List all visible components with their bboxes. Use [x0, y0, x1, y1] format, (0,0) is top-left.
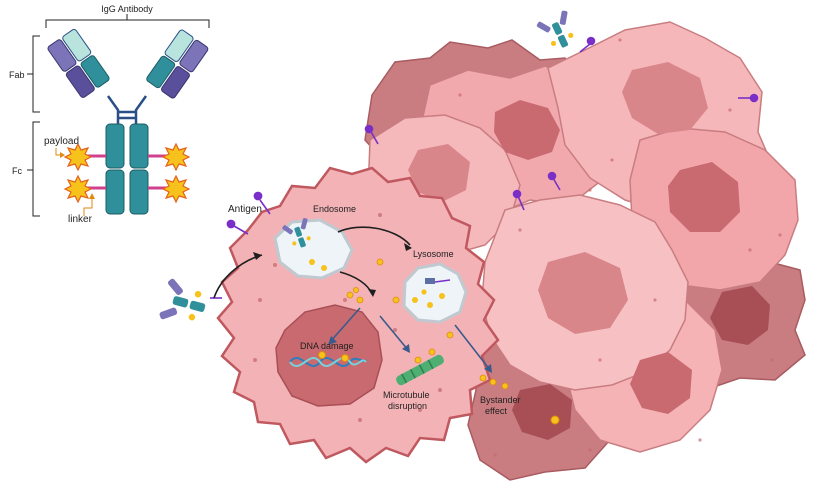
microtubule-label-2: disruption — [388, 401, 427, 411]
microtubule-label-1: Microtubule — [383, 390, 430, 400]
fc-heavy-right-upper — [129, 123, 149, 169]
fab-bracket — [32, 35, 40, 113]
hinge — [106, 95, 148, 124]
free-payloads — [346, 258, 454, 364]
fab-label: Fab — [9, 70, 25, 80]
tumor-nucleus-6 — [630, 352, 692, 414]
igg-title: IgG Antibody — [101, 4, 153, 14]
arrow-to-bystander — [454, 324, 491, 371]
tumor-nucleus-7 — [512, 384, 572, 440]
tumor-nucleus-2 — [622, 62, 708, 134]
fc-heavy-left-lower — [105, 169, 125, 215]
target-cell — [157, 166, 500, 464]
linkers — [86, 154, 168, 190]
endosome-label: Endosome — [313, 204, 356, 214]
igg-antibody-panel — [27, 14, 210, 217]
arrow-to-dna — [329, 307, 361, 343]
fc-label: Fc — [12, 166, 22, 176]
adc-bound-top — [534, 8, 581, 55]
payload-stars — [63, 142, 191, 204]
tumor-cell-mass — [364, 21, 806, 481]
bystander-payload — [550, 415, 560, 425]
linker-label: linker — [68, 214, 93, 225]
tumor-nucleus-1 — [494, 100, 560, 160]
tumor-nucleus-3 — [668, 162, 740, 232]
dna-damage-label: DNA damage — [300, 341, 354, 351]
antigen-label: Antigen — [228, 204, 262, 215]
arrow-to-lysosome — [337, 226, 411, 246]
lysosome — [402, 262, 468, 324]
bystander-payload-cluster — [479, 374, 509, 390]
tumor-nucleus-5 — [710, 286, 770, 345]
arrow-to-microtubule — [379, 315, 409, 351]
payload-label: payload — [44, 136, 79, 147]
igg-bracket-top — [45, 19, 210, 28]
fab-left-arm — [47, 28, 110, 98]
dna-payload-2 — [341, 354, 349, 362]
fab-right-arm — [146, 29, 209, 99]
fc-heavy-right-lower — [129, 169, 149, 215]
target-nucleus — [275, 304, 383, 407]
tumor-antigens — [364, 36, 759, 211]
adc-bound-left — [157, 276, 211, 330]
microtubule — [396, 354, 444, 386]
process-arrows — [213, 226, 492, 373]
dna-helix — [289, 356, 367, 368]
bystander-label-2: effect — [485, 406, 507, 416]
bystander-label-1: Bystander — [480, 395, 521, 405]
tumor-nucleus-4 — [538, 252, 628, 334]
tumor-nucleus-8 — [408, 144, 470, 202]
lysosome-label: Lysosome — [413, 249, 454, 259]
fc-bracket — [32, 121, 40, 217]
fc-heavy-left-upper — [105, 123, 125, 169]
dna-payload-1 — [318, 351, 326, 359]
linker-pointer — [83, 196, 93, 216]
